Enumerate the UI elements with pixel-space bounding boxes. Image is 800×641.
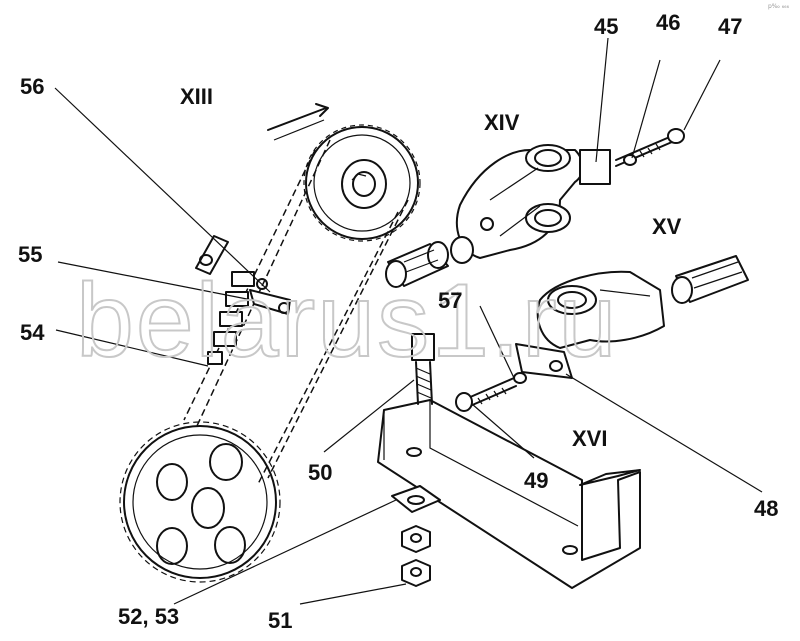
label-part-45: 45	[594, 14, 618, 39]
label-assembly-XIII: XIII	[180, 84, 213, 109]
leader-lines	[54, 37, 763, 605]
label-part-48: 48	[754, 496, 778, 521]
label-part-54: 54	[20, 320, 45, 345]
adjusting-bolt	[615, 128, 685, 167]
clamp-screw	[455, 372, 527, 412]
bracket-bolt	[411, 333, 435, 405]
label-part-50: 50	[308, 460, 332, 485]
label-part-51: 51	[268, 608, 292, 633]
chain-right-run	[267, 199, 409, 479]
washer-and-nuts	[391, 485, 441, 587]
pin-right	[671, 255, 749, 304]
upper-clevis-assembly	[455, 144, 611, 259]
connecting-link	[195, 235, 229, 275]
mounting-bracket	[377, 399, 641, 589]
upper-sprocket	[303, 124, 421, 242]
motion-arrow	[267, 103, 329, 141]
label-part-57: 57	[438, 288, 462, 313]
chain-left-run	[183, 149, 316, 421]
lower-sprocket	[119, 421, 281, 583]
label-part-47: 47	[718, 14, 742, 39]
label-assembly-XVI: XVI	[572, 426, 607, 451]
label-part-49: 49	[524, 468, 548, 493]
label-part-56: 56	[20, 74, 44, 99]
chain-drive-assembly	[119, 103, 421, 583]
label-assembly-XIV: XIV	[484, 110, 520, 135]
pin-left	[385, 236, 474, 288]
label-part-46: 46	[656, 10, 680, 35]
lower-clevis-assembly	[515, 270, 665, 379]
label-part-55: 55	[18, 242, 42, 267]
label-assembly-XV: XV	[652, 214, 682, 239]
watermark: belarus1.ru	[76, 263, 618, 379]
label-part-52-53: 52, 53	[118, 604, 179, 629]
corner-mark: р‰ ₆₆₆	[768, 3, 790, 10]
